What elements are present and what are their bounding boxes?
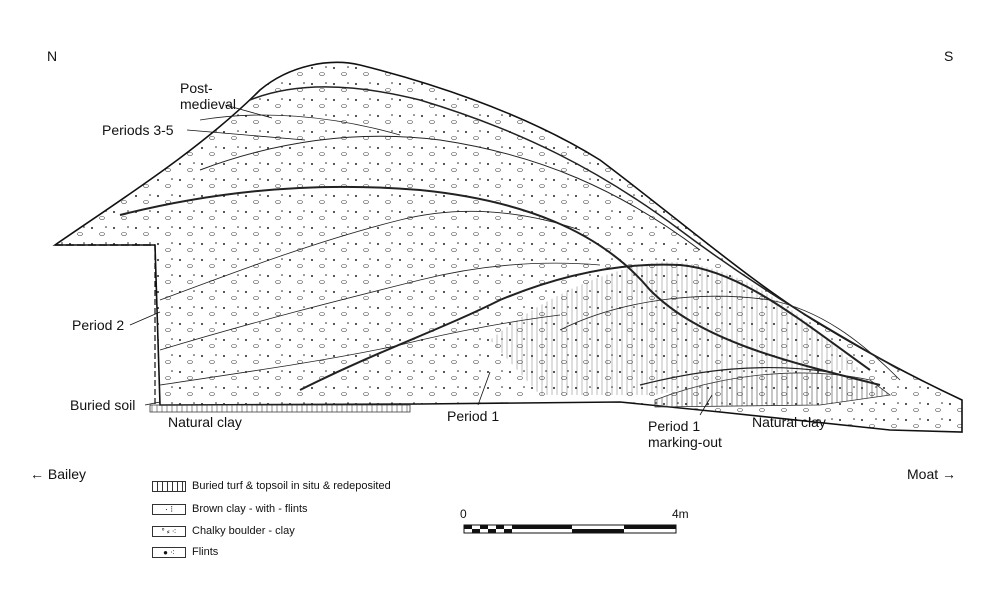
legend-item-flints: ● ⁖ Flints bbox=[152, 546, 218, 558]
legend-label: Flints bbox=[192, 546, 219, 558]
label-natural-clay-right: Natural clay bbox=[752, 414, 826, 430]
label-post-medieval-2: medieval bbox=[180, 96, 237, 112]
direction-bailey: ← Bailey bbox=[30, 466, 87, 482]
compass-south: S bbox=[944, 48, 954, 64]
compass-north: N bbox=[47, 48, 58, 64]
label-period-1: Period 1 bbox=[447, 408, 500, 424]
dots-swatch-icon: · ⁝ bbox=[152, 503, 186, 515]
hatch-swatch-icon bbox=[152, 480, 186, 492]
circles-swatch-icon: ° ⸗ ⁖ bbox=[152, 525, 186, 537]
direction-moat: Moat → bbox=[907, 466, 957, 482]
legend-label: Brown clay - with - flints bbox=[192, 503, 308, 515]
label-period-1-marking-1: Period 1 bbox=[648, 418, 701, 434]
flint-swatch-icon: ● ⁖ bbox=[152, 546, 186, 558]
label-periods-3-5: Periods 3-5 bbox=[102, 122, 174, 138]
label-period-1-marking-2: marking-out bbox=[648, 434, 722, 450]
label-natural-clay-left: Natural clay bbox=[168, 414, 242, 430]
scale-end: 4m bbox=[672, 507, 689, 521]
label-post-medieval-1: Post- bbox=[180, 80, 213, 96]
label-buried-soil: Buried soil bbox=[70, 397, 136, 413]
legend-item-brown-clay: · ⁝ Brown clay - with - flints bbox=[152, 503, 308, 515]
legend-item-chalky-clay: ° ⸗ ⁖ Chalky boulder - clay bbox=[152, 525, 295, 537]
scale-start: 0 bbox=[460, 507, 467, 521]
legend-label: Buried turf & topsoil in situ & redeposi… bbox=[192, 480, 391, 492]
legend-label: Chalky boulder - clay bbox=[192, 525, 295, 537]
layer-lines bbox=[119, 86, 901, 391]
label-leader-lines bbox=[129, 104, 713, 416]
legend-item-turf: Buried turf & topsoil in situ & redeposi… bbox=[152, 480, 391, 492]
mound-body bbox=[52, 61, 963, 433]
label-period-2: Period 2 bbox=[72, 317, 125, 333]
scale-bar bbox=[463, 524, 677, 534]
